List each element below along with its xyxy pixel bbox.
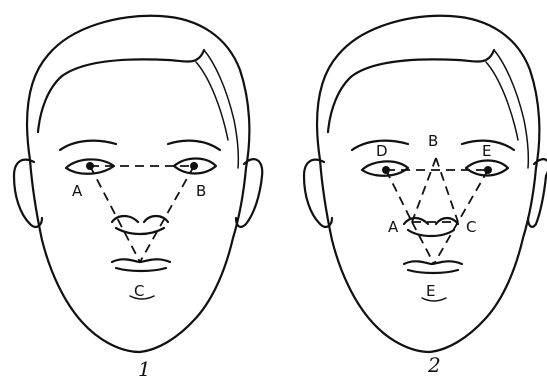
face-2-point-e-lower-label: E: [426, 282, 435, 300]
face-2-line-a-lower: [412, 222, 434, 264]
face-1-line-ac: [90, 166, 140, 262]
figure-1-number: 1: [138, 357, 151, 381]
face-2-outline: [317, 16, 539, 352]
face-2-point-a-label: A: [388, 218, 399, 236]
face-2-hair-part: [494, 50, 528, 168]
face-1-hair-strand: [196, 62, 228, 140]
face-1-hair-part: [204, 50, 238, 168]
face-2-point-e-upper-label: E: [482, 142, 491, 160]
face-2-point-d-label: D: [376, 142, 388, 160]
face-2-line-bc: [436, 158, 458, 222]
face-1-hairline: [38, 50, 204, 132]
face-1-right-ear: [236, 159, 262, 227]
face-2-line-ba: [412, 158, 436, 222]
face-1-outline: [27, 16, 249, 352]
face-2-point-c-label: C: [466, 218, 476, 236]
face-2-line-ec: [458, 170, 488, 222]
face-1-point-c-label: C: [134, 282, 144, 300]
face-1: A B C: [14, 16, 262, 352]
face-1-point-a-label: A: [72, 182, 83, 200]
face-1-right-brow: [168, 141, 220, 150]
face-2-right-ear: [528, 159, 547, 227]
face-1-left-brow: [60, 141, 116, 150]
face-1-point-b-label: B: [196, 182, 206, 200]
face-2-point-b-label: B: [428, 132, 438, 150]
face-2-line-c-lower: [434, 222, 458, 264]
face-1-line-bc: [140, 166, 194, 262]
figure-2-number: 2: [427, 353, 441, 377]
face-2-hair-strand: [486, 62, 518, 140]
face-2: A B C D E E: [304, 16, 547, 352]
face-2-line-da: [386, 170, 412, 222]
face-2-hairline: [328, 50, 494, 132]
